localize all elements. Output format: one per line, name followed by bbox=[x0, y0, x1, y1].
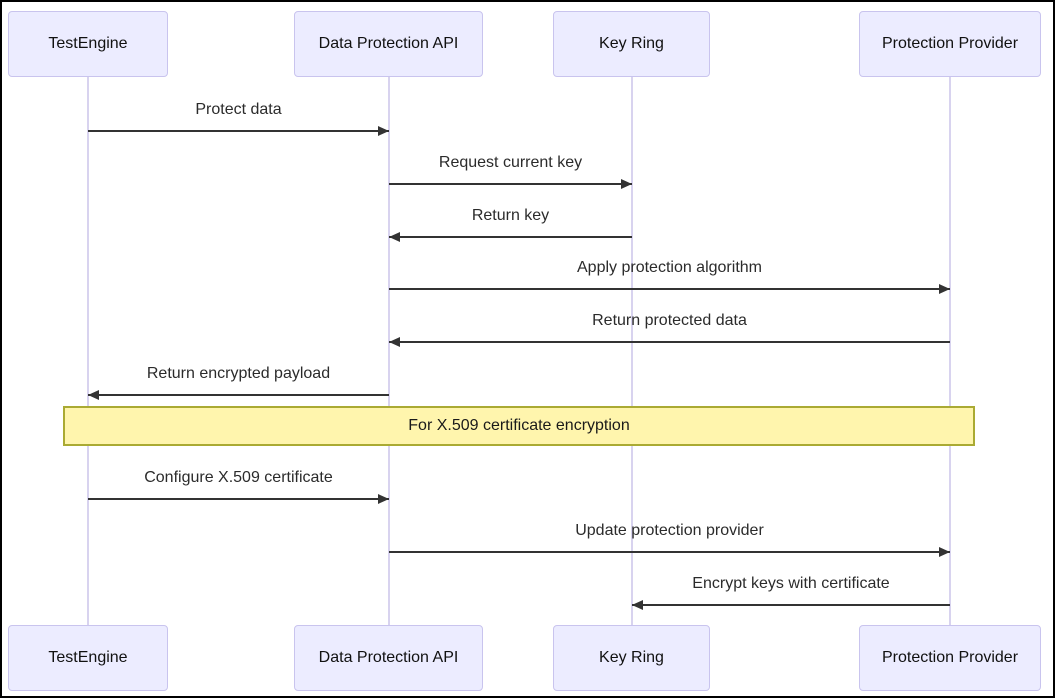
actor-bottom-data-protection-api: Data Protection API bbox=[294, 625, 483, 691]
message-label: Return encrypted payload bbox=[146, 365, 331, 382]
message-label: Return protected data bbox=[592, 312, 747, 329]
note-x509-certificate-encryption: For X.509 certificate encryption bbox=[63, 406, 975, 446]
message-label: Return key bbox=[471, 207, 550, 224]
lifeline-protection-provider bbox=[949, 77, 951, 625]
arrowhead-icon bbox=[939, 547, 950, 557]
message-line bbox=[389, 183, 632, 185]
actor-top-protection-provider: Protection Provider bbox=[859, 11, 1041, 77]
arrowhead-icon bbox=[632, 600, 643, 610]
actor-top-data-protection-api: Data Protection API bbox=[294, 11, 483, 77]
actor-top-key-ring: Key Ring bbox=[553, 11, 710, 77]
message-label: Apply protection algorithm bbox=[577, 259, 762, 276]
arrowhead-icon bbox=[389, 232, 400, 242]
lifeline-key-ring bbox=[631, 77, 633, 625]
message-label: Request current key bbox=[438, 154, 583, 171]
message-line bbox=[389, 551, 950, 553]
arrowhead-icon bbox=[389, 337, 400, 347]
message-line bbox=[88, 394, 389, 396]
actor-bottom-key-ring: Key Ring bbox=[553, 625, 710, 691]
actor-bottom-protection-provider: Protection Provider bbox=[859, 625, 1041, 691]
message-line bbox=[389, 288, 950, 290]
message-label: Update protection provider bbox=[575, 522, 764, 539]
actor-bottom-testengine: TestEngine bbox=[8, 625, 168, 691]
message-label: Protect data bbox=[195, 101, 282, 118]
actor-top-testengine: TestEngine bbox=[8, 11, 168, 77]
lifeline-data-protection-api bbox=[388, 77, 390, 625]
arrowhead-icon bbox=[621, 179, 632, 189]
arrowhead-icon bbox=[939, 284, 950, 294]
message-label: Configure X.509 certificate bbox=[144, 469, 333, 486]
message-line bbox=[88, 498, 389, 500]
lifeline-testengine bbox=[87, 77, 89, 625]
arrowhead-icon bbox=[378, 494, 389, 504]
message-label: Encrypt keys with certificate bbox=[692, 575, 890, 592]
arrowhead-icon bbox=[88, 390, 99, 400]
message-line bbox=[88, 130, 389, 132]
note-text: For X.509 certificate encryption bbox=[408, 417, 630, 434]
message-line bbox=[389, 236, 632, 238]
message-line bbox=[632, 604, 950, 606]
message-line bbox=[389, 341, 950, 343]
arrowhead-icon bbox=[378, 126, 389, 136]
